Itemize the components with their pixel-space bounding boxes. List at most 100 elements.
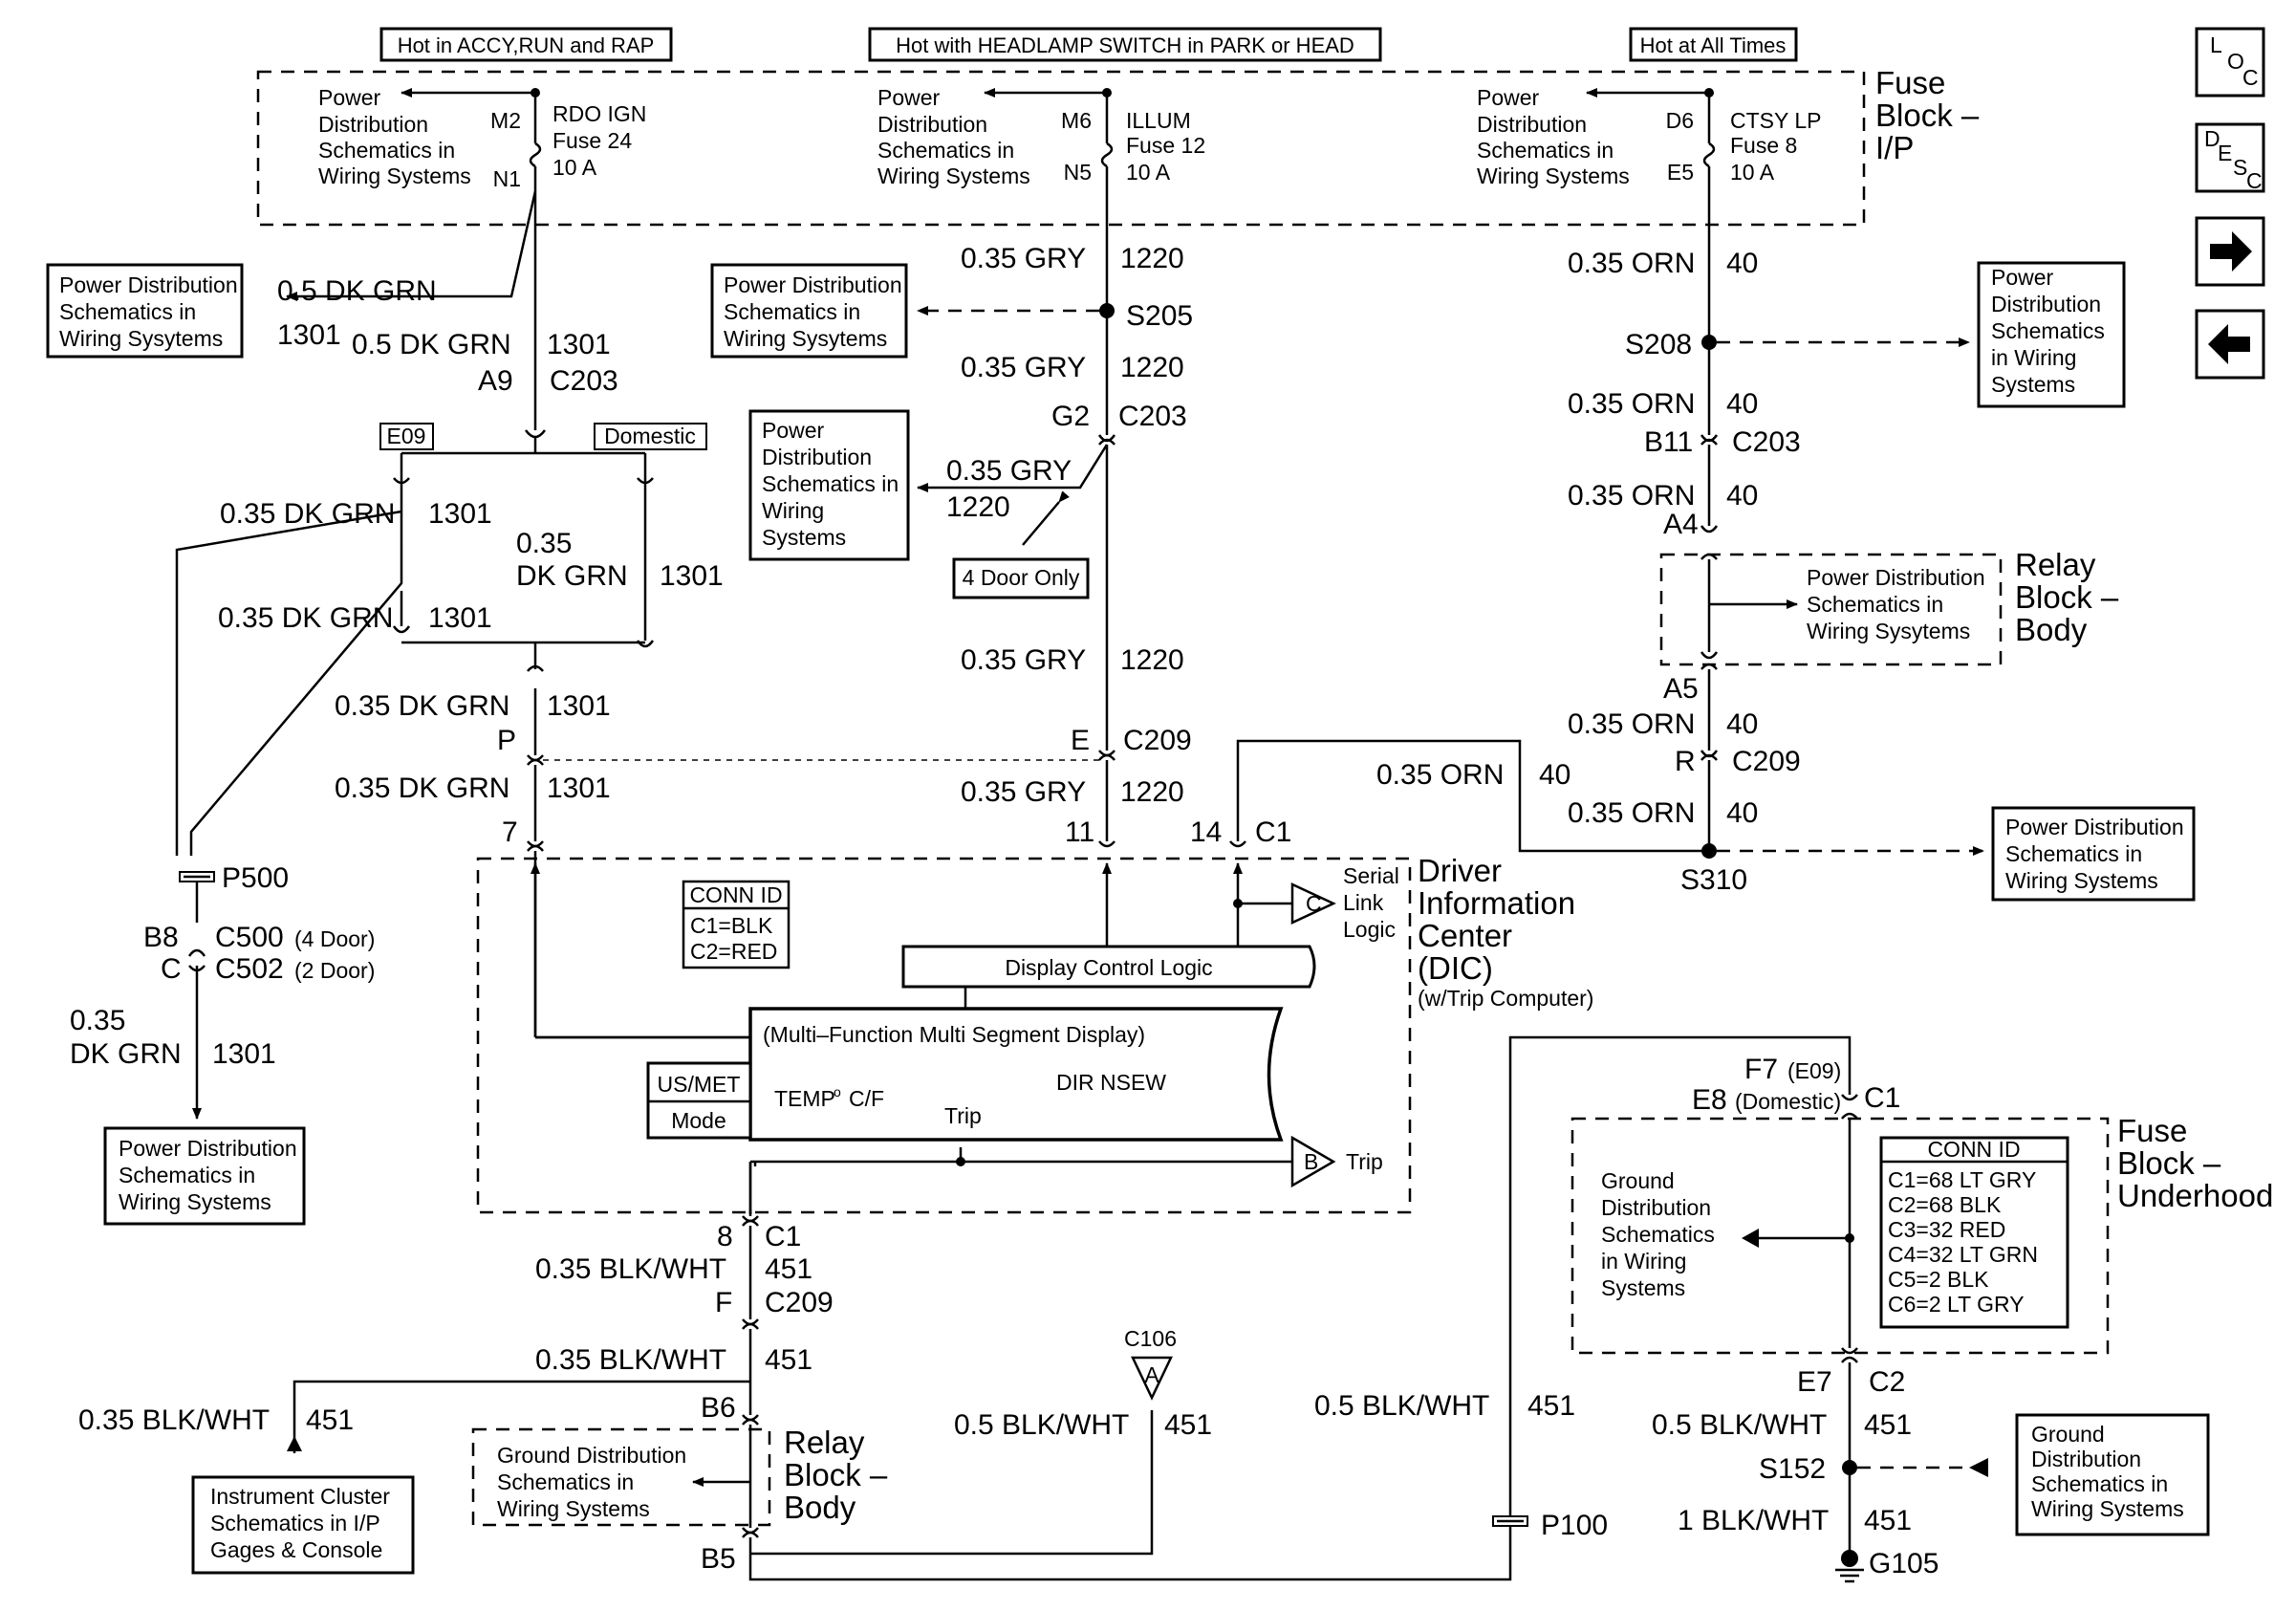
svg-text:451: 451 (1864, 1409, 1912, 1441)
svg-text:10 A: 10 A (552, 155, 597, 180)
svg-text:F7: F7 (1744, 1054, 1778, 1085)
svg-text:Power: Power (1991, 265, 2054, 290)
svg-text:0.35 DK GRN: 0.35 DK GRN (335, 690, 509, 722)
svg-text:Relay: Relay (2015, 547, 2096, 582)
ref-ground-distribution-underhood: Ground Distribution Schematics in Wiring… (1601, 1168, 1715, 1300)
svg-text:Wiring: Wiring (762, 498, 824, 523)
fuse-block-underhood (1570, 1117, 2110, 1355)
svg-text:Schematics in: Schematics in (59, 299, 196, 324)
svg-text:(E09): (E09) (1787, 1058, 1841, 1083)
svg-text:C2: C2 (1869, 1366, 1905, 1398)
header-headlamp: Hot with HEADLAMP SWITCH in PARK or HEAD (868, 27, 1382, 62)
svg-text:CONN ID: CONN ID (1927, 1137, 2020, 1162)
svg-text:CTSY LP: CTSY LP (1730, 108, 1821, 133)
svg-text:Ground: Ground (2031, 1422, 2105, 1447)
svg-text:40: 40 (1726, 797, 1758, 829)
svg-text:S152: S152 (1759, 1453, 1826, 1485)
svg-text:C209: C209 (1732, 746, 1801, 777)
fuse-block-ip (256, 70, 1866, 227)
svg-text:C6=2 LT GRY: C6=2 LT GRY (1888, 1292, 2025, 1317)
svg-text:A9: A9 (478, 365, 513, 397)
svg-text:451: 451 (1164, 1409, 1212, 1441)
svg-text:Relay: Relay (784, 1425, 865, 1460)
svg-text:C2=68 BLK: C2=68 BLK (1888, 1192, 2002, 1217)
svg-text:1301: 1301 (428, 602, 492, 634)
svg-text:A: A (1144, 1362, 1159, 1387)
svg-text:Hot in ACCY,RUN and RAP: Hot in ACCY,RUN and RAP (398, 33, 655, 57)
loc-button[interactable]: L O C (2195, 27, 2265, 98)
svg-text:40: 40 (1539, 759, 1570, 791)
svg-text:o: o (834, 1084, 841, 1099)
svg-text:(4 Door): (4 Door) (294, 926, 375, 951)
prev-button[interactable] (2195, 309, 2265, 380)
fuse-12: M6 N5 ILLUM Fuse 12 10 A Power Distribut… (877, 85, 1205, 188)
option-domestic: Domestic (594, 423, 707, 450)
svg-text:P100: P100 (1541, 1510, 1608, 1541)
svg-text:TEMP: TEMP (774, 1086, 835, 1111)
option-e09: E09 (379, 423, 434, 450)
svg-text:E5: E5 (1667, 160, 1694, 185)
dic-module (476, 857, 1412, 1214)
svg-text:Fuse 8: Fuse 8 (1730, 133, 1797, 158)
svg-text:B11: B11 (1644, 426, 1693, 458)
svg-text:C209: C209 (1123, 725, 1192, 756)
svg-text:S310: S310 (1680, 864, 1747, 896)
underhood-conn-id: CONN ID C1=68 LT GRY C2=68 BLK C3=32 RED… (1879, 1136, 2069, 1329)
svg-text:Power Distribution: Power Distribution (119, 1136, 297, 1161)
desc-button[interactable]: D E S C (2195, 122, 2265, 193)
svg-text:DK GRN: DK GRN (516, 560, 628, 592)
svg-text:Schematics in: Schematics in (877, 138, 1014, 163)
svg-text:Distribution: Distribution (877, 112, 987, 137)
svg-text:Display Control Logic: Display Control Logic (1005, 955, 1212, 980)
svg-text:M6: M6 (1061, 108, 1092, 133)
svg-text:40: 40 (1726, 480, 1758, 512)
svg-text:0.35 ORN: 0.35 ORN (1568, 248, 1695, 279)
splice-s205 (1099, 303, 1115, 318)
svg-text:4 Door Only: 4 Door Only (963, 565, 1080, 590)
svg-text:1301: 1301 (547, 329, 611, 360)
svg-text:Ground Distribution: Ground Distribution (497, 1443, 686, 1468)
svg-text:0.5 DK GRN: 0.5 DK GRN (277, 275, 437, 307)
svg-text:Gages & Console: Gages & Console (210, 1537, 382, 1562)
svg-text:0.5 BLK/WHT: 0.5 BLK/WHT (1652, 1409, 1827, 1441)
fuse-8: D6 E5 CTSY LP Fuse 8 10 A Power Distribu… (1477, 85, 1821, 188)
arrow-right-icon (2210, 231, 2252, 272)
svg-text:Schematics in: Schematics in (724, 299, 860, 324)
svg-text:Fuse 12: Fuse 12 (1126, 133, 1205, 158)
svg-text:C: C (2246, 168, 2263, 193)
svg-text:DK GRN: DK GRN (70, 1038, 182, 1070)
svg-text:0.35 BLK/WHT: 0.35 BLK/WHT (535, 1344, 726, 1376)
svg-text:in Wiring: in Wiring (1991, 345, 2076, 370)
svg-text:S208: S208 (1625, 329, 1692, 360)
circuit-451-left: A (287, 1162, 1512, 1581)
svg-text:(2 Door): (2 Door) (294, 958, 375, 983)
svg-text:US/MET: US/MET (658, 1072, 741, 1097)
svg-text:C: C (161, 953, 182, 985)
svg-text:N1: N1 (493, 166, 521, 191)
svg-text:Serial: Serial (1343, 863, 1399, 888)
svg-text:14: 14 (1190, 816, 1222, 848)
svg-text:0.35 ORN: 0.35 ORN (1376, 759, 1504, 791)
svg-text:40: 40 (1726, 388, 1758, 420)
serial-link-triangle (1290, 882, 1336, 925)
svg-text:in Wiring: in Wiring (1601, 1249, 1686, 1274)
trip-triangle (1290, 1135, 1336, 1188)
svg-text:0.35: 0.35 (516, 528, 572, 559)
ref-power-distribution-s205: Power Distribution Schematics in Wiring … (710, 263, 908, 359)
svg-text:C500: C500 (215, 922, 284, 953)
next-button[interactable] (2195, 216, 2265, 287)
svg-text:11: 11 (1065, 816, 1094, 848)
svg-text:451: 451 (1864, 1505, 1912, 1536)
dic-title: Driver Information Center (DIC) (w/Trip … (1418, 853, 1593, 1011)
svg-text:Block –: Block – (2117, 1145, 2221, 1181)
svg-text:Wiring Systems: Wiring Systems (1477, 163, 1630, 188)
svg-text:Wiring Systems: Wiring Systems (2005, 868, 2158, 893)
svg-text:Schematics in: Schematics in (1477, 138, 1614, 163)
fuse-block-ip-title-3: I/P (1875, 130, 1914, 165)
svg-text:C502: C502 (215, 953, 284, 985)
svg-text:L: L (2210, 33, 2222, 57)
svg-text:ILLUM: ILLUM (1126, 108, 1191, 133)
svg-text:Wiring Systems: Wiring Systems (2031, 1496, 2184, 1521)
svg-text:1301: 1301 (547, 773, 611, 804)
svg-text:Schematics in: Schematics in (119, 1163, 255, 1187)
